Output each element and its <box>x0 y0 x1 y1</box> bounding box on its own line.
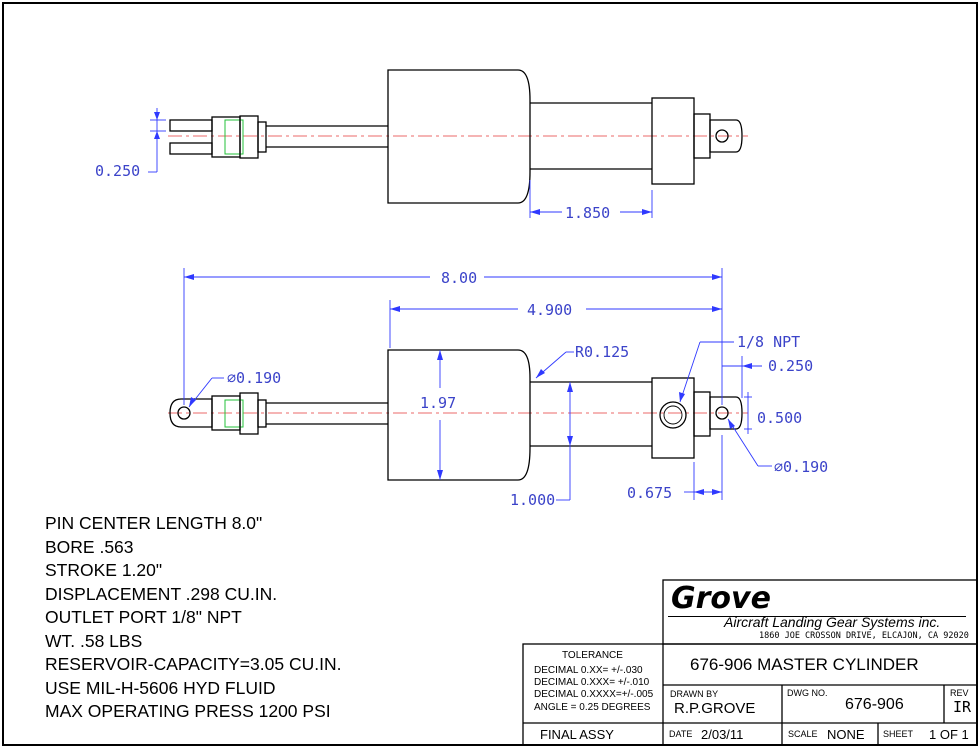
dim-fillet-radius: R0.125 <box>575 343 629 361</box>
tolerance-line-4: ANGLE = 0.25 DEGREES <box>534 702 651 713</box>
top-view: 0.250 1.850 <box>95 69 748 222</box>
dwg-no-value: 676-906 <box>845 696 904 713</box>
rev-value: IR <box>953 698 972 716</box>
drawing-title: 676-906 MASTER CYLINDER <box>690 655 919 674</box>
dim-pin-width: 0.250 <box>95 162 140 180</box>
company-name: Aircraft Landing Gear Systems inc. <box>724 614 941 630</box>
top-clevis-body <box>211 116 241 158</box>
side-view: 8.00 4.900 R0.125 1/8 NPT 0.250 ⌀0.190 <box>168 268 828 509</box>
dim-port-block-length: 0.675 <box>627 484 672 502</box>
dim-body-to-end-length: 4.900 <box>527 301 572 319</box>
side-rod-pin-hole <box>177 406 191 420</box>
date-label: DATE <box>669 729 693 739</box>
tolerance-heading: TOLERANCE <box>562 650 623 661</box>
dwg-no-label: DWG NO. <box>787 688 828 698</box>
tolerance-line-1: DECIMAL 0.XX= +/-.030 <box>534 665 643 676</box>
top-reservoir-body <box>387 69 531 204</box>
top-port-block <box>651 97 695 185</box>
logo-underline <box>668 616 966 617</box>
tolerance-line-2: DECIMAL 0.XXX= +/-.010 <box>534 677 650 688</box>
note-displacement: DISPLACEMENT .298 CU.IN. <box>45 583 278 604</box>
side-port-block <box>651 377 695 459</box>
top-end-fitting <box>709 119 743 153</box>
side-thread-section <box>224 399 244 428</box>
company-address: 1860 JOE CROSSON DRIVE, ELCAJON, CA 9202… <box>759 631 969 641</box>
date-value: 2/03/11 <box>701 727 744 742</box>
top-end-pin-hole <box>715 129 729 143</box>
top-thread-section <box>224 119 244 155</box>
dim-barrel-height: 1.000 <box>510 491 555 509</box>
dim-overall-length: 8.00 <box>441 269 477 287</box>
dim-rod-pin-hole: ⌀0.190 <box>227 369 281 387</box>
rev-label: REV <box>950 688 969 698</box>
assembly-label: FINAL ASSY <box>540 727 614 742</box>
dim-port-offset: 0.250 <box>768 357 813 375</box>
side-outlet-port <box>659 401 687 429</box>
top-clevis-lower-tine <box>169 142 213 155</box>
side-end-pin-hole <box>715 406 729 420</box>
dim-end-pin-hole: ⌀0.190 <box>774 458 828 476</box>
scale-value: NONE <box>827 727 865 742</box>
title-block-frame <box>522 579 978 746</box>
sheet-value: 1 OF 1 <box>929 727 969 742</box>
drawn-by-value: R.P.GROVE <box>674 700 756 717</box>
note-outlet-port: OUTLET PORT 1/8" NPT <box>45 607 242 627</box>
dim-end-height: 0.500 <box>757 409 802 427</box>
general-notes: PIN CENTER LENGTH 8.0" BORE .563 STROKE … <box>45 512 341 724</box>
scale-label: SCALE <box>788 729 818 739</box>
dim-outlet-port: 1/8 NPT <box>737 333 800 351</box>
sheet-label: SHEET <box>883 729 914 739</box>
side-rod-eye <box>169 398 213 428</box>
note-hyd-fluid: USE MIL-H-5606 HYD FLUID <box>45 677 276 698</box>
note-reservoir-capacity: RESERVOIR-CAPACITY=3.05 CU.IN. <box>45 654 342 674</box>
side-reservoir-body <box>387 349 531 481</box>
dim-body-height: 1.97 <box>420 394 456 412</box>
side-end-fitting <box>709 396 743 430</box>
note-pin-center-length: PIN CENTER LENGTH 8.0" <box>45 513 263 533</box>
note-weight: WT. .58 LBS <box>45 630 143 651</box>
dim-rod-section-length: 1.850 <box>565 204 610 222</box>
company-logo: Grove <box>671 581 771 616</box>
tolerance-line-3: DECIMAL 0.XXXX=+/-.005 <box>534 689 654 700</box>
note-max-pressure: MAX OPERATING PRESS 1200 PSI <box>45 701 331 721</box>
drawn-by-label: DRAWN BY <box>670 689 719 699</box>
note-bore: BORE .563 <box>45 536 134 557</box>
top-clevis-upper-tine <box>169 119 213 132</box>
note-stroke: STROKE 1.20" <box>45 560 163 580</box>
